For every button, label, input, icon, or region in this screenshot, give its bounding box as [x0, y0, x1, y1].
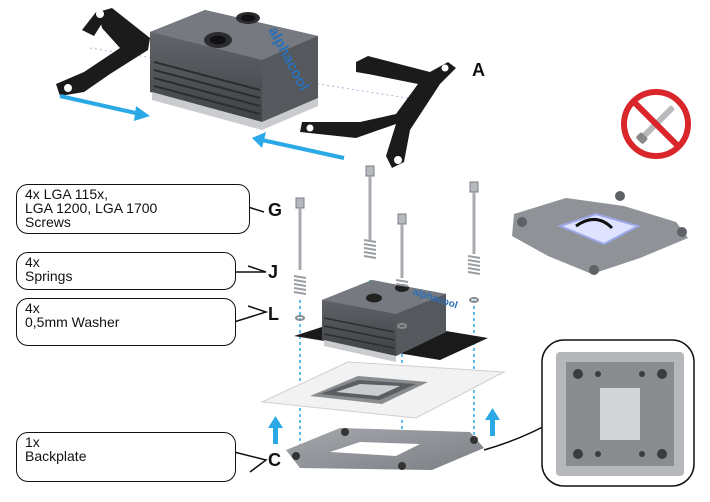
- backplate: [286, 428, 484, 470]
- bracket-left: [56, 8, 150, 96]
- callout-washer-line-2: 0,5mm Washer: [25, 314, 120, 330]
- no-tool-sign: [621, 89, 691, 159]
- socket-bracket-view: [512, 191, 688, 275]
- top-assembly: alphacool: [56, 8, 456, 168]
- direction-arrows-top: [59, 94, 345, 160]
- label-g: G: [268, 200, 283, 220]
- exploded-assembly: alphacool: [260, 165, 506, 470]
- label-j: J: [268, 262, 279, 282]
- callout-backplate: 1x Backplate: [16, 432, 236, 482]
- backplate-zoom: [483, 339, 695, 487]
- callout-springs: 4x Springs: [16, 252, 236, 290]
- direction-arrows-bottom: [268, 408, 500, 444]
- label-a: A: [472, 60, 485, 80]
- callout-screws: 4x LGA 115x, LGA 1200, LGA 1700 Screws: [16, 184, 250, 234]
- label-l: L: [268, 304, 279, 324]
- callout-washer: 4x 0,5mm Washer: [16, 298, 236, 346]
- callout-screws-line-3: Screws: [25, 214, 71, 230]
- motherboard: [260, 361, 506, 419]
- callout-backplate-line-2: Backplate: [25, 448, 87, 464]
- callout-washer-line-1: 4x: [25, 300, 40, 316]
- callout-backplate-line-1: 1x: [25, 434, 40, 450]
- callout-springs-line-2: Springs: [25, 268, 73, 284]
- cooler-block-middle: alphacool: [294, 280, 488, 362]
- label-c: C: [268, 450, 281, 470]
- washers: [295, 297, 479, 329]
- screws-and-springs: [293, 165, 481, 295]
- bracket-right: [300, 56, 456, 168]
- callout-screws-line-2: LGA 1200, LGA 1700: [25, 200, 158, 216]
- leader-lines: [233, 206, 269, 473]
- cooler-block-top: alphacool: [150, 10, 318, 130]
- callout-springs-line-1: 4x: [25, 254, 40, 270]
- callout-screws-line-1: 4x LGA 115x,: [25, 186, 109, 202]
